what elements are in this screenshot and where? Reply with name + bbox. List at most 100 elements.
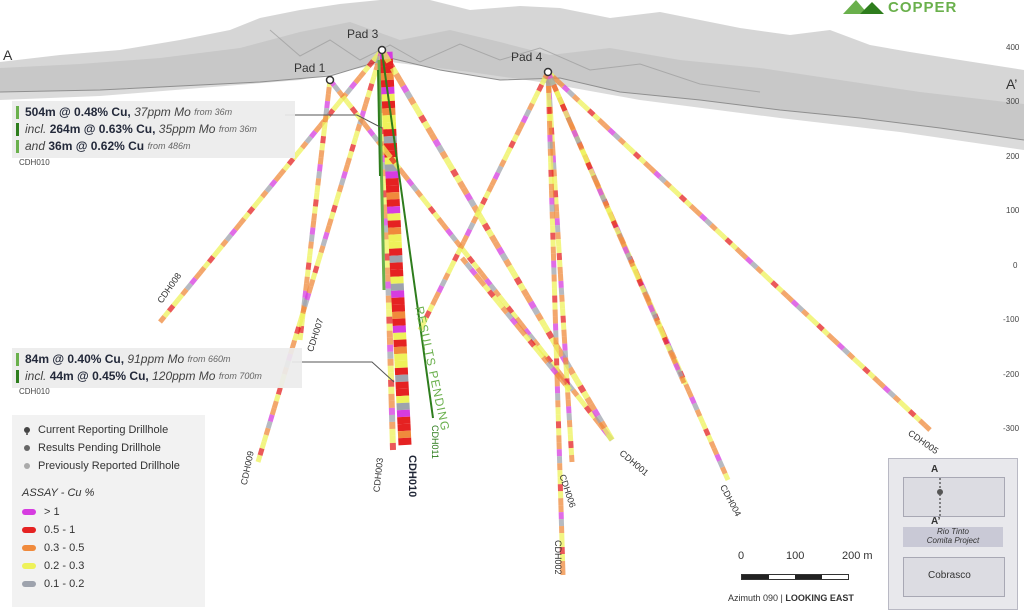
section-label-a: A xyxy=(3,47,13,63)
drillhole-trace-cdh006b xyxy=(460,256,572,392)
assay-interval xyxy=(215,244,225,253)
assay-interval xyxy=(648,165,657,175)
assay-interval xyxy=(588,410,597,420)
assay-interval xyxy=(246,206,256,215)
legend-class-1: > 1 xyxy=(22,503,84,521)
assay-interval xyxy=(670,356,678,365)
assay-interval xyxy=(260,189,269,199)
assay-interval xyxy=(717,459,725,469)
assay-interval xyxy=(500,305,509,315)
assay-interval xyxy=(471,261,480,270)
assay-interval xyxy=(576,98,586,108)
assay-interval xyxy=(505,146,513,155)
assay-interval xyxy=(700,421,708,431)
assay-interval xyxy=(593,181,602,190)
assay-interval xyxy=(286,157,296,166)
assay-interval xyxy=(816,323,825,332)
assay-interval xyxy=(273,393,281,402)
assay-interval xyxy=(211,249,220,259)
assay-interval xyxy=(388,155,398,165)
assay-interval xyxy=(592,113,601,122)
azimuth-text: Azimuth 090 xyxy=(728,593,779,603)
assay-interval xyxy=(650,310,658,320)
assay-interval xyxy=(202,260,211,270)
assay-interval xyxy=(450,168,459,178)
assay-interval xyxy=(734,246,744,256)
assay-interval xyxy=(365,89,373,98)
assay-interval xyxy=(719,232,728,241)
assay-interval xyxy=(610,220,619,229)
assay-interval xyxy=(591,174,599,184)
assay-interval xyxy=(527,338,536,348)
leader-line-lower xyxy=(292,361,395,383)
assay-interval xyxy=(664,343,673,352)
assay-interval xyxy=(390,66,399,76)
assay-interval xyxy=(237,217,247,226)
assay-interval xyxy=(271,400,279,409)
assay-interval xyxy=(321,121,328,130)
intercept-grade: 264m @ 0.63% Cu, xyxy=(49,122,156,136)
assay-interval xyxy=(436,216,445,226)
location-inset-map: A A’ Rio Tinto Comita Project Cobrasco xyxy=(888,458,1018,610)
assay-interval xyxy=(499,252,509,262)
assay-interval xyxy=(570,372,580,382)
assay-interval xyxy=(619,239,627,248)
assay-interval xyxy=(554,371,563,381)
assay-interval xyxy=(306,285,314,294)
assay-interval xyxy=(229,227,238,237)
assay-interval xyxy=(492,288,502,298)
assay-interval xyxy=(496,246,505,256)
assay-interval xyxy=(401,172,411,182)
assay-interval xyxy=(505,311,514,321)
assay-interval xyxy=(548,77,556,86)
assay-interval xyxy=(322,114,329,123)
assay-interval xyxy=(882,385,891,394)
assay-interval xyxy=(304,276,310,285)
assay-interval xyxy=(535,312,544,322)
assay-interval xyxy=(461,234,470,244)
legend-class-label: 0.3 - 0.5 xyxy=(44,542,85,554)
assay-interval xyxy=(420,316,429,325)
assay-interval xyxy=(424,310,432,319)
assay-interval xyxy=(332,197,340,207)
assay-interval xyxy=(513,276,523,286)
drillhole-trace-cdh001b xyxy=(379,48,615,442)
assay-interval xyxy=(359,110,367,119)
assay-interval xyxy=(625,252,633,261)
assay-interval xyxy=(907,409,917,418)
legend-swatch xyxy=(22,545,36,551)
assay-interval xyxy=(581,103,591,113)
elevation-200: 200 xyxy=(1006,152,1020,161)
assay-interval xyxy=(605,207,613,216)
assay-interval xyxy=(442,272,451,281)
assay-interval xyxy=(353,75,362,85)
assay-interval xyxy=(642,291,650,300)
assay-interval xyxy=(897,399,907,408)
assay-interval xyxy=(470,215,479,225)
assay-interval xyxy=(517,121,526,130)
legend-previous-label: Previously Reported Drillhole xyxy=(38,460,180,472)
assay-interval xyxy=(384,150,393,160)
assay-interval xyxy=(627,146,637,155)
assay-interval xyxy=(320,238,328,247)
assay-interval xyxy=(418,114,428,124)
assay-interval xyxy=(836,342,846,351)
elevation-minus-300: -300 xyxy=(1003,424,1020,433)
assay-interval xyxy=(484,277,493,287)
terrain-mountains xyxy=(0,0,1024,150)
assay-interval xyxy=(317,157,324,165)
intercept-mo: 120ppm Mo xyxy=(152,369,216,383)
assay-interval xyxy=(536,83,544,92)
assay-interval xyxy=(410,183,419,193)
inset-cobrasco-label: Cobrasco xyxy=(928,570,971,581)
elevation-300: 300 xyxy=(1006,97,1020,106)
intercept-mo: 35ppm Mo xyxy=(158,122,216,136)
assay-interval xyxy=(577,384,587,394)
assay-interval xyxy=(491,294,500,304)
intercept-grade: 36m @ 0.62% Cu xyxy=(48,139,145,153)
assay-interval xyxy=(540,349,549,359)
assay-interval xyxy=(464,261,473,271)
assay-interval xyxy=(224,233,233,242)
